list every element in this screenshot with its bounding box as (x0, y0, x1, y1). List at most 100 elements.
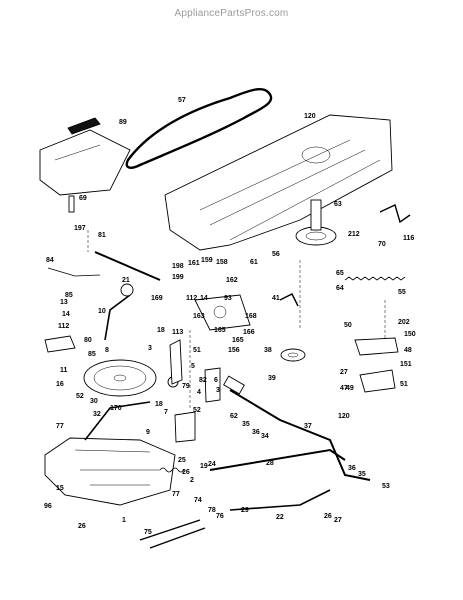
part-callout-96: 96 (44, 503, 52, 510)
part-callout-36: 36 (252, 429, 260, 436)
arm-150 (354, 337, 399, 356)
part-callout-36: 36 (348, 465, 356, 472)
part-callout-76: 76 (216, 513, 224, 520)
part-callout-56: 56 (272, 251, 280, 258)
part-callout-13: 13 (60, 299, 68, 306)
part-callout-65: 65 (336, 270, 344, 277)
part-callout-16: 16 (56, 381, 64, 388)
part-callout-25: 25 (178, 457, 186, 464)
part-callout-113: 113 (172, 329, 183, 336)
bracket-70 (379, 204, 411, 224)
part-callout-89: 89 (119, 119, 127, 126)
part-callout-32: 32 (93, 411, 101, 418)
part-callout-70: 70 (378, 241, 386, 248)
part-callout-26: 26 (78, 523, 86, 530)
bracket-113 (169, 339, 183, 385)
part-callout-48: 48 (404, 347, 412, 354)
part-callout-85: 85 (88, 351, 96, 358)
part-callout-37: 37 (304, 423, 312, 430)
rod-28 (209, 448, 346, 471)
linkage-75 (139, 519, 206, 549)
part-callout-198: 198 (172, 263, 184, 270)
part-callout-10: 10 (98, 308, 106, 315)
spring-55 (344, 276, 406, 281)
part-callout-169: 169 (151, 295, 163, 302)
part-callout-3: 3 (148, 345, 152, 352)
callout-labels: 57 120 89 69 197 81 84 85 13 14 112 80 8… (44, 97, 416, 536)
part-callout-159: 159 (201, 257, 213, 264)
part-callout-18: 18 (155, 401, 163, 408)
chassis-frame (164, 114, 393, 251)
part-callout-57: 57 (178, 97, 186, 104)
part-callout-53: 53 (382, 483, 390, 490)
part-callout-93: 93 (224, 295, 232, 302)
watermark: AppliancePartsPros.com (174, 8, 289, 19)
part-callout-156: 156 (228, 347, 240, 354)
part-callout-168: 168 (245, 313, 257, 320)
part-callout-165: 165 (214, 327, 226, 334)
part-callout-120: 120 (338, 413, 350, 420)
part-callout-161: 161 (188, 260, 200, 267)
part-callout-158: 158 (216, 259, 228, 266)
part-callout-41: 41 (272, 295, 280, 302)
part-callout-112: 112 (186, 295, 197, 302)
part-callout-3: 3 (216, 387, 220, 394)
part-callout-79: 79 (182, 383, 190, 390)
part-callout-84: 84 (46, 257, 54, 264)
part-callout-14: 14 (200, 295, 208, 302)
pulley-38 (280, 348, 306, 362)
part-callout-116: 116 (403, 235, 414, 242)
spring-25 (159, 467, 185, 473)
part-callout-151: 151 (400, 361, 412, 368)
part-callout-52: 52 (193, 407, 201, 414)
part-callout-47: 47 (340, 385, 348, 392)
part-callout-27: 27 (340, 369, 348, 376)
part-callout-35: 35 (242, 421, 250, 428)
part-callout-163: 163 (193, 313, 205, 320)
part-callout-22: 22 (276, 514, 284, 521)
spindle-63 (310, 199, 322, 231)
part-callout-199: 199 (172, 274, 184, 281)
bolt-69 (68, 195, 75, 213)
arm-48 (359, 369, 396, 393)
part-callout-162: 162 (226, 277, 238, 284)
frame-plate (39, 129, 131, 196)
bracket-80 (44, 335, 76, 353)
part-callout-29: 29 (241, 507, 249, 514)
drive-belt (125, 87, 273, 169)
frame-hole (301, 146, 331, 164)
part-callout-50: 50 (344, 322, 352, 329)
part-callout-202: 202 (398, 319, 410, 326)
part-callout-24: 24 (208, 461, 216, 468)
part-callout-165: 165 (232, 337, 244, 344)
part-callout-170: 170 (110, 405, 122, 412)
part-callout-82: 82 (199, 377, 207, 384)
part-callout-11: 11 (60, 367, 68, 374)
part-callout-77: 77 (172, 491, 180, 498)
part-callout-35: 35 (358, 471, 366, 478)
part-callout-62: 62 (230, 413, 238, 420)
part-callout-85: 85 (65, 292, 73, 299)
part-callout-77: 77 (56, 423, 64, 430)
part-callout-51: 51 (400, 381, 408, 388)
part-callout-150: 150 (404, 331, 416, 338)
part-callout-26: 26 (324, 513, 332, 520)
plate-52 (174, 411, 196, 443)
part-callout-5: 5 (191, 363, 195, 370)
part-callout-39: 39 (268, 375, 276, 382)
lever-6 (204, 367, 221, 403)
part-callout-74: 74 (194, 497, 202, 504)
part-callout-1: 1 (122, 517, 126, 524)
part-callout-61: 61 (250, 259, 258, 266)
clutch-rod-34 (229, 389, 371, 481)
pulley-3 (83, 359, 157, 397)
part-callout-52: 52 (76, 393, 84, 400)
part-callout-51: 51 (193, 347, 201, 354)
part-callout-9: 9 (146, 429, 150, 436)
part-callout-112: 112 (58, 323, 69, 330)
part-callout-8: 8 (105, 347, 109, 354)
transaxle-1 (44, 437, 176, 506)
part-callout-21: 21 (122, 277, 130, 284)
part-callout-75: 75 (144, 529, 152, 536)
